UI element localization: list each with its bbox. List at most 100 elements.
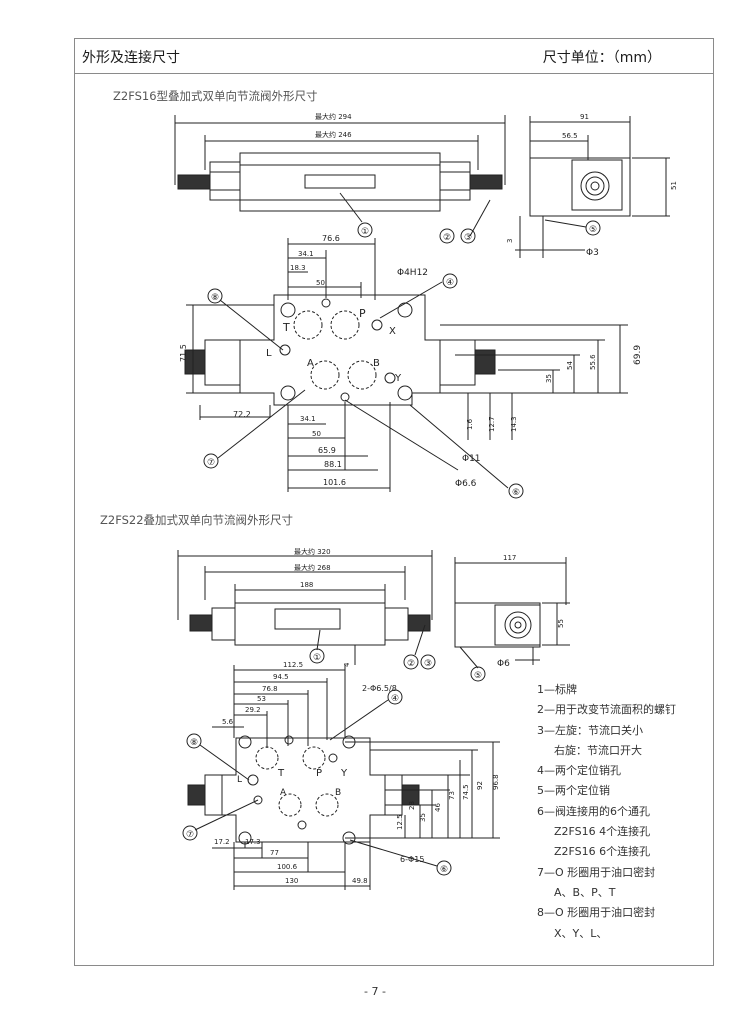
port-T-22: T xyxy=(277,768,285,779)
dim-188: 188 xyxy=(300,581,313,589)
legend: 1—标牌 2—用于改变节流面积的螺钉 3—左旋：节流口关小 右旋：节流口开大 4… xyxy=(537,680,676,944)
legend-item: 7—O 形圈用于油口密封 xyxy=(537,865,656,879)
dim-46: 46 xyxy=(434,803,442,812)
callout-3-16: ③ xyxy=(464,233,472,243)
port-P-22: P xyxy=(316,768,322,779)
dim-65-9: 65.9 xyxy=(318,446,336,455)
z2fs16-side-view xyxy=(174,115,506,237)
dim-117: 117 xyxy=(503,554,516,562)
port-L-22: L xyxy=(237,775,242,785)
legend-item: Z2FS16 6个连接孔 xyxy=(554,845,651,859)
z2fs16-end-view xyxy=(515,116,670,258)
dim-55-6: 55.6 xyxy=(589,354,597,370)
dim-12-5: 12.5 xyxy=(396,814,404,830)
callout-6-22: ⑥ xyxy=(440,865,448,875)
dim-96-8: 96.8 xyxy=(492,774,500,790)
dim-35b: 35 xyxy=(419,813,427,822)
dim-12-7: 12.7 xyxy=(488,416,496,432)
dim-max294: 最大约 294 xyxy=(315,112,352,121)
z2fs22-plan-view xyxy=(187,665,500,890)
z2fs22-side-view xyxy=(177,550,433,665)
callout-5-16: ⑤ xyxy=(589,225,597,235)
page-frame: 外形及连接尺寸 尺寸单位：（mm） xyxy=(74,38,714,966)
callout-4-16: ④ xyxy=(446,278,454,288)
dim-34-1b: 34.1 xyxy=(300,415,316,423)
dim-73: 73 xyxy=(448,791,456,800)
callout-2-16: ② xyxy=(443,233,451,243)
callout-1-22: ① xyxy=(313,653,321,663)
legend-item: 6—阀连接用的6个通孔 xyxy=(537,804,650,818)
dim-14-3: 14.3 xyxy=(510,416,518,432)
z2fs16-plan-view xyxy=(184,238,628,492)
dim-18-3: 18.3 xyxy=(290,264,306,272)
dim-50b: 50 xyxy=(312,430,321,438)
dim-29-2: 29.2 xyxy=(245,706,261,714)
dim-92: 92 xyxy=(476,781,484,790)
dim-76-6: 76.6 xyxy=(322,234,340,243)
dim-76-8: 76.8 xyxy=(262,685,278,693)
page-number: - 7 - xyxy=(364,985,386,998)
dim-phi11: Φ11 xyxy=(462,454,481,464)
port-A-22: A xyxy=(280,788,287,798)
dim-77: 77 xyxy=(270,849,279,857)
dim-51: 51 xyxy=(670,181,678,190)
callout-2-22: ② xyxy=(407,659,415,669)
port-B-16: B xyxy=(373,358,380,369)
dim-max246: 最大约 246 xyxy=(315,130,352,139)
callout-4-22: ④ xyxy=(391,694,399,704)
dim-88-1: 88.1 xyxy=(324,460,342,469)
callout-7-22: ⑦ xyxy=(186,830,194,840)
callout-3-22: ③ xyxy=(424,659,432,669)
dim-91: 91 xyxy=(580,113,589,121)
legend-item: 3—左旋：节流口关小 xyxy=(537,723,643,737)
callout-8-16: ⑧ xyxy=(211,293,219,303)
port-T-16: T xyxy=(282,321,290,334)
dim-phi6: Φ6 xyxy=(497,659,510,669)
dim-55: 55 xyxy=(557,619,565,628)
dim-53: 53 xyxy=(257,695,266,703)
section1-title: Z2FS16型叠加式双单向节流阀外形尺寸 xyxy=(113,89,318,103)
port-X-16: X xyxy=(389,326,396,337)
dim-phi3: Φ3 xyxy=(586,248,599,258)
dim-72-2: 72.2 xyxy=(233,410,251,419)
legend-item: 8—O 形圈用于油口密封 xyxy=(537,906,656,920)
callout-5-22: ⑤ xyxy=(474,671,482,681)
callout-6-16: ⑥ xyxy=(512,488,520,498)
dim-71-5: 71.5 xyxy=(179,344,188,362)
dim-49-8: 49.8 xyxy=(352,877,368,885)
dim-hole2: 2-Φ6.5/8 xyxy=(362,684,397,693)
legend-item: X、Y、L、 xyxy=(554,926,608,940)
port-A-16: A xyxy=(307,358,314,369)
dim-69-9: 69.9 xyxy=(633,345,643,365)
dim-100-6: 100.6 xyxy=(277,863,298,871)
page-header: 外形及连接尺寸 尺寸单位：（mm） xyxy=(75,39,713,74)
legend-item: 1—标牌 xyxy=(537,683,577,696)
dim-17-2: 17.2 xyxy=(214,838,230,846)
dim-35: 35 xyxy=(545,374,553,383)
port-Y-22: Y xyxy=(340,768,348,779)
callout-8-22: ⑧ xyxy=(190,738,198,748)
dim-3: 3 xyxy=(506,239,514,243)
dim-1-6: 1.6 xyxy=(466,418,474,430)
dim-phi6-6: Φ6.6 xyxy=(455,479,477,489)
dim-112-5: 112.5 xyxy=(283,661,303,669)
dim-phi4h12: Φ4H12 xyxy=(397,268,428,278)
port-Y-16: Y xyxy=(394,373,402,384)
legend-item: 4—两个定位销孔 xyxy=(537,764,621,778)
unit-label: 尺寸单位：（mm） xyxy=(542,50,661,66)
dim-34-1: 34.1 xyxy=(298,250,314,258)
page-title: 外形及连接尺寸 xyxy=(82,50,180,66)
dim-17-3: 17.3 xyxy=(245,838,261,846)
dim-4: 4 xyxy=(343,662,351,667)
dim-max320: 最大约 320 xyxy=(294,547,331,556)
callout-1-16: ① xyxy=(361,227,369,237)
dim-74-5: 74.5 xyxy=(462,784,470,800)
legend-item: A、B、P、T xyxy=(554,885,616,899)
dim-28: 28 xyxy=(408,801,416,810)
callout-7-16: ⑦ xyxy=(207,458,215,468)
dim-hole6: 6-Φ15 xyxy=(400,855,424,864)
dim-max268: 最大约 268 xyxy=(294,563,331,572)
dim-54: 54 xyxy=(566,361,574,370)
dim-56-5: 56.5 xyxy=(562,132,578,140)
